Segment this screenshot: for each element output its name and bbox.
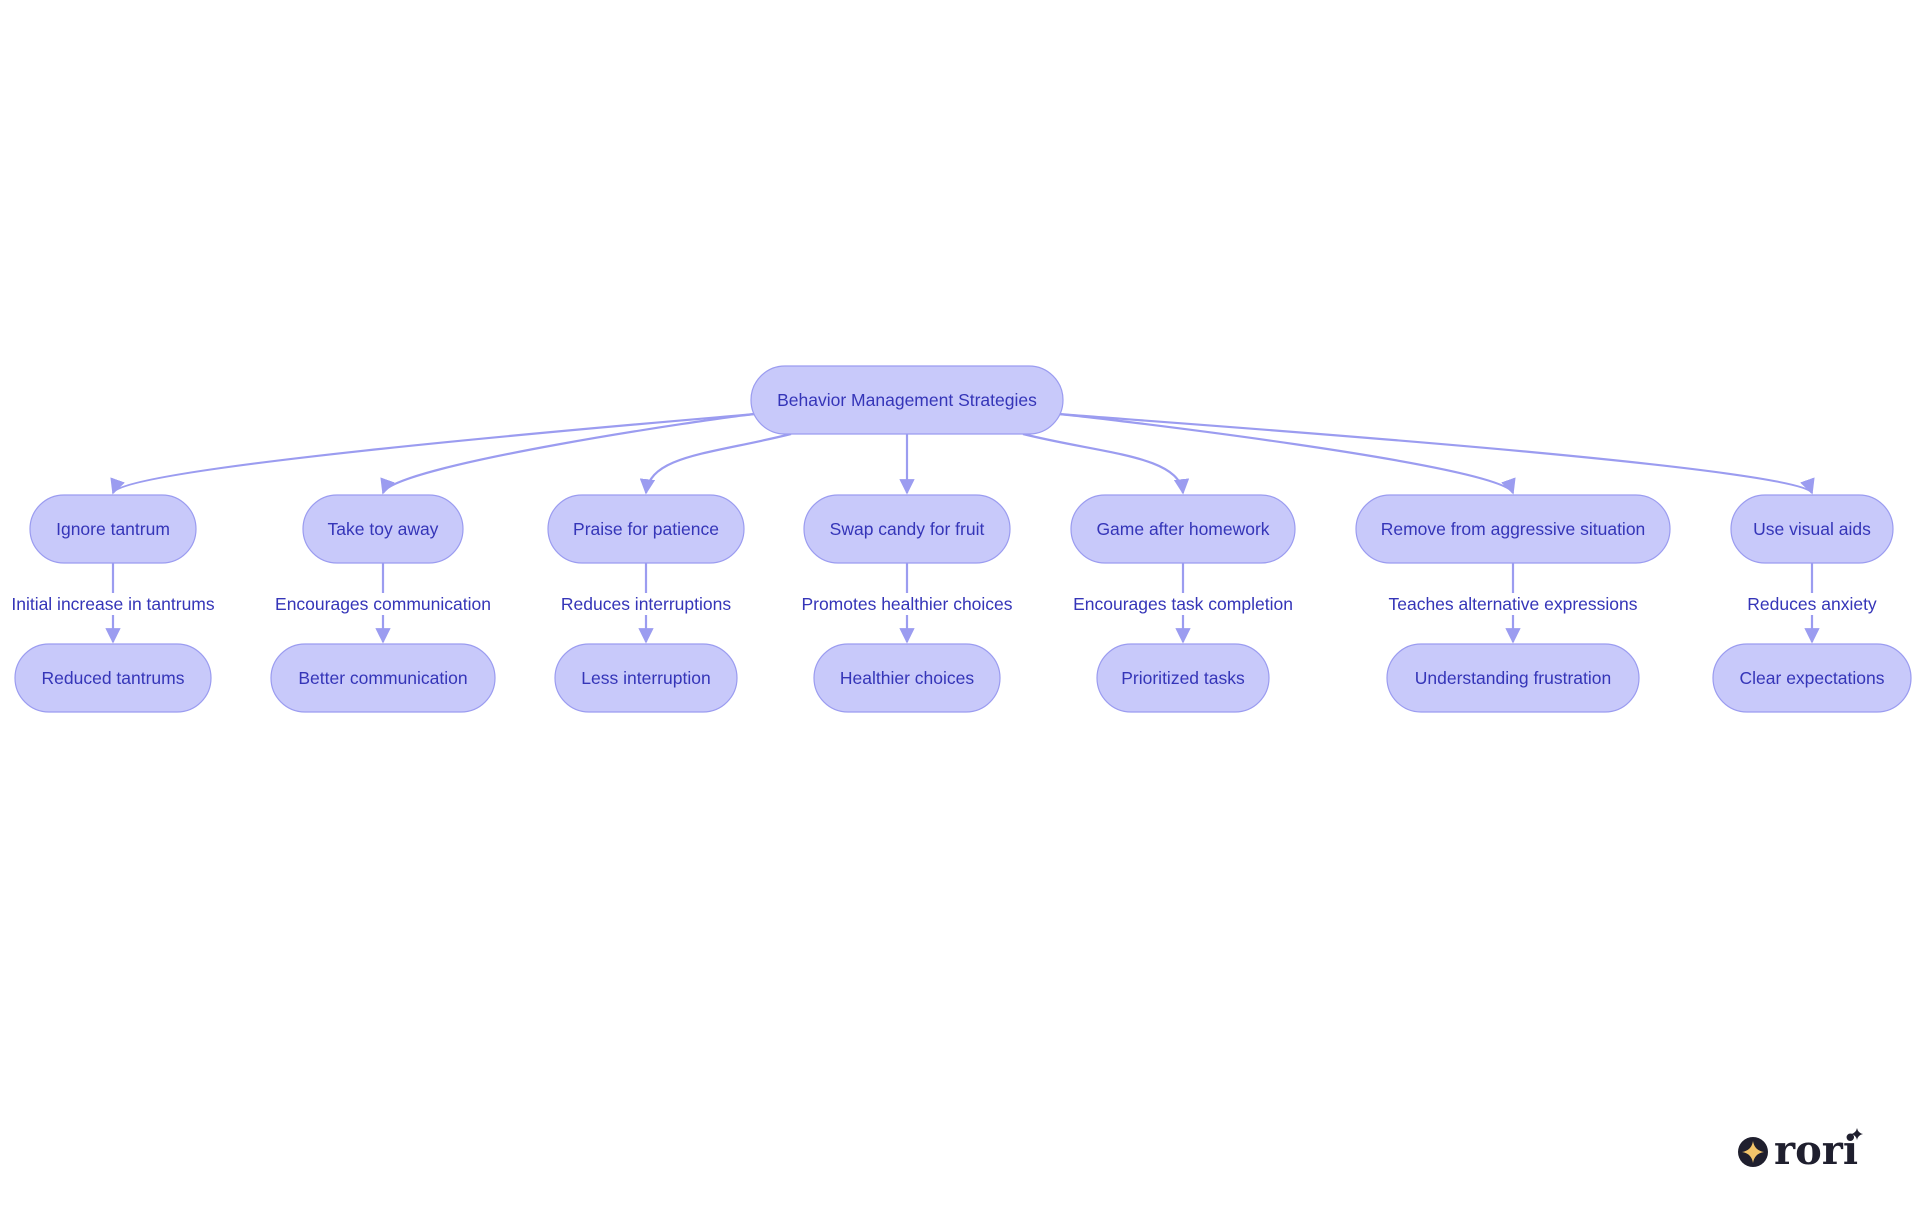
strategy-node-s2-shape [302,494,464,564]
outcome-node-s2: Better communication [270,643,496,713]
edge-label-s7: Reduces anxiety [1745,593,1879,615]
strategy-node-s2: Take toy away [302,494,464,564]
edge-label-bg [9,593,217,615]
outcome-node-s3-label: Less interruption [581,668,710,688]
edge-label-text: Initial increase in tantrums [11,594,215,614]
root-node: Behavior Management Strategies [750,365,1064,435]
strategy-node-s7-shape [1730,494,1894,564]
strategy-node-s7: Use visual aids [1730,494,1894,564]
edge-root-to-s1 [110,412,756,495]
strategy-node-s1-shape [29,494,197,564]
root-node-label: Behavior Management Strategies [777,390,1037,410]
edge-label-text: Reduces interruptions [561,594,731,614]
edge-label-s1: Initial increase in tantrums [9,593,217,615]
outcome-node-s2-shape [270,643,496,713]
strategy-node-s1-label: Ignore tantrum [56,519,170,539]
strategy-node-s3-label: Praise for patience [573,519,719,539]
edge-label-text: Teaches alternative expressions [1388,594,1637,614]
outcome-node-s5-label: Prioritized tasks [1121,668,1245,688]
outcome-node-s2-label: Better communication [298,668,467,688]
edge-root-to-s3 [639,432,792,495]
edge-root-to-s5 [1022,432,1190,495]
strategy-node-s4: Swap candy for fruit [803,494,1011,564]
sparkle-icon [1742,1141,1764,1163]
strategy-node-s3-shape [547,494,745,564]
strategy-node-s4-shape [803,494,1011,564]
outcome-node-s6-label: Understanding frustration [1415,668,1612,688]
outcome-node-s1: Reduced tantrums [14,643,212,713]
edge-label-s4: Promotes healthier choices [799,593,1015,615]
strategy-node-s7-label: Use visual aids [1753,519,1871,539]
outcome-node-s3-shape [554,643,738,713]
edge-label-bg [273,593,493,615]
edge-label-bg [1386,593,1640,615]
edge-label-bg [558,593,734,615]
outcome-node-s4-shape [813,643,1001,713]
rori-logo: rori [1738,1127,1863,1174]
edge-label-s2: Encourages communication [273,593,493,615]
outcome-node-s5: Prioritized tasks [1096,643,1270,713]
outcome-node-s7-shape [1712,643,1912,713]
strategy-node-s6-shape [1355,494,1671,564]
logo-wordmark: rori [1774,1127,1858,1174]
edge-root-to-s6 [1058,412,1516,495]
edge-label-bg [799,593,1015,615]
edge-label-bg [1071,593,1295,615]
outcome-node-s1-label: Reduced tantrums [42,668,185,688]
edge-label-text: Encourages task completion [1073,594,1293,614]
outcome-node-s6-shape [1386,643,1640,713]
edge-label-text: Promotes healthier choices [801,594,1012,614]
outcome-node-s7-label: Clear expectations [1740,668,1885,688]
outcome-node-s6: Understanding frustration [1386,643,1640,713]
strategy-node-s1: Ignore tantrum [29,494,197,564]
edge-label-s3: Reduces interruptions [558,593,734,615]
edge-labels-layer: Initial increase in tantrums Encourages c… [9,593,1879,615]
root-node-shape [750,365,1064,435]
outcome-node-s4-label: Healthier choices [840,668,974,688]
edge-label-s6: Teaches alternative expressions [1386,593,1640,615]
outcome-node-s4: Healthier choices [813,643,1001,713]
edge-label-s5: Encourages task completion [1071,593,1295,615]
edge-root-to-s7 [1058,412,1815,495]
edge-root-to-s2 [380,412,756,495]
outcome-node-s1-shape [14,643,212,713]
edge-label-bg [1745,593,1879,615]
strategy-node-s4-label: Swap candy for fruit [830,519,985,539]
outcome-node-s5-shape [1096,643,1270,713]
strategy-node-s5: Game after homework [1070,494,1296,564]
logo-star-icon [1851,1128,1863,1140]
outcome-node-s7: Clear expectations [1712,643,1912,713]
outcome-node-s3: Less interruption [554,643,738,713]
edge-label-text: Reduces anxiety [1747,594,1877,614]
strategy-node-s5-shape [1070,494,1296,564]
strategy-node-s5-label: Game after homework [1096,519,1269,539]
edge-label-text: Encourages communication [275,594,491,614]
strategy-node-s6-label: Remove from aggressive situation [1381,519,1646,539]
strategy-node-s6: Remove from aggressive situation [1355,494,1671,564]
strategy-node-s2-label: Take toy away [328,519,439,539]
strategy-node-s3: Praise for patience [547,494,745,564]
